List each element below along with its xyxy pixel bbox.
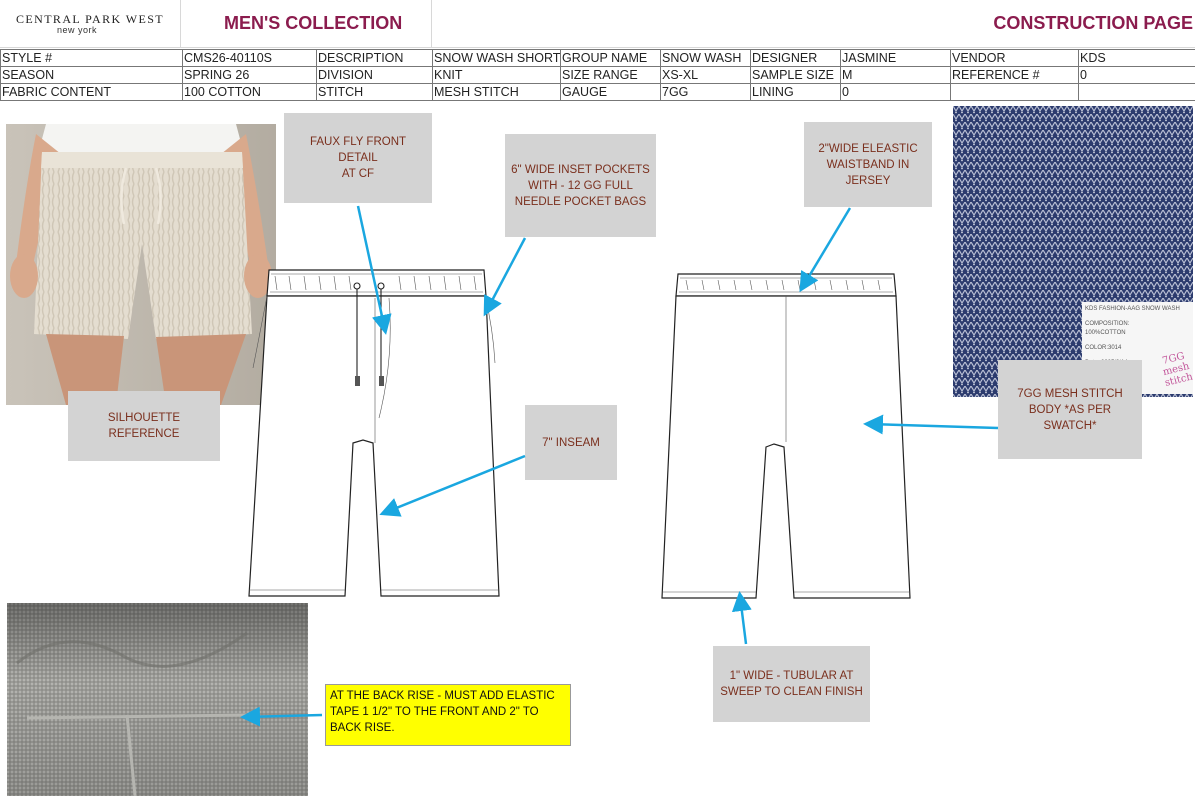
- back-rise-elastic-note: AT THE BACK RISE - MUST ADD ELASTIC TAPE…: [325, 684, 571, 746]
- spec-label-cell: FABRIC CONTENT: [0, 83, 183, 101]
- header-divider: [431, 0, 432, 47]
- silhouette-reference-photo: [6, 124, 276, 405]
- spec-value-cell: 7GG: [660, 83, 751, 101]
- callout-line: NEEDLE POCKET BAGS: [514, 195, 647, 208]
- callout-line: WITH - 12 GG FULL: [528, 179, 633, 192]
- logo-sub-text: new york: [57, 25, 98, 35]
- callout-line: 2"WIDE ELEASTIC: [818, 142, 918, 155]
- arrow-inset-pockets: [483, 237, 527, 317]
- callout-sweep-finish: 1" WIDE - TUBULAR AT SWEEP TO CLEAN FINIS…: [713, 646, 870, 722]
- spec-value-cell: KNIT: [432, 66, 561, 84]
- callout-line: FAUX FLY FRONT DETAIL: [309, 136, 407, 164]
- swatch-label-line: KDS FASHION-AAG SNOW WASH: [1085, 306, 1180, 312]
- arrow-inseam: [379, 454, 526, 517]
- arrow-mesh-body: [863, 414, 999, 435]
- spec-value-cell: MESH STITCH: [432, 83, 561, 101]
- callout-line: WAISTBAND IN: [826, 158, 910, 171]
- swatch-label-line: 100%COTTON: [1085, 330, 1126, 336]
- callout-line: 1" WIDE - TUBULAR AT: [729, 670, 854, 682]
- callout-faux-fly: FAUX FLY FRONT DETAIL AT CF: [284, 113, 432, 203]
- spec-label-cell: STITCH: [316, 83, 433, 101]
- callout-line: SWATCH*: [1043, 419, 1097, 432]
- callout-line: BODY *AS PER: [1028, 403, 1112, 416]
- back-rise-fabric-photo: [7, 603, 308, 796]
- arrow-sweep: [731, 591, 752, 645]
- swatch-label-line: COLOR:3014: [1085, 345, 1122, 351]
- spec-label-cell: LINING: [750, 83, 841, 101]
- arrow-faux-fly: [356, 205, 392, 335]
- spec-value-cell: 100 COTTON: [182, 83, 317, 101]
- callout-line: SILHOUETTE REFERENCE: [107, 412, 181, 440]
- spec-value-cell: CMS26-40110S: [182, 49, 317, 67]
- arrow-back-rise: [240, 706, 323, 727]
- logo-main-text: CENTRAL PARK WEST: [16, 12, 165, 26]
- callout-silhouette-reference: SILHOUETTE REFERENCE: [68, 391, 220, 461]
- spec-value-cell: JASMINE: [840, 49, 951, 67]
- callout-inseam: 7" INSEAM: [525, 405, 617, 480]
- collection-title: MEN'S COLLECTION: [224, 13, 403, 33]
- front-shorts-sketch: [248, 269, 500, 597]
- spec-label-cell: STYLE #: [0, 49, 183, 67]
- callout-line: 6" WIDE INSET POCKETS: [511, 163, 650, 176]
- callout-line: 7" INSEAM: [542, 436, 600, 449]
- brand-logo: CENTRAL PARK WEST new york: [0, 0, 181, 47]
- callout-line: 7GG MESH STITCH: [1017, 387, 1123, 400]
- callout-line: JERSEY: [845, 174, 891, 187]
- callout-waistband: 2"WIDE ELEASTIC WAISTBAND IN JERSEY: [804, 122, 932, 207]
- swatch-label-line: COMPOSITION:: [1085, 321, 1130, 327]
- arrow-waistband: [799, 207, 852, 293]
- fabric-closeup-texture: [7, 603, 308, 796]
- model-illustration: [6, 124, 276, 405]
- callout-line: AT CF: [341, 168, 375, 180]
- spec-label-cell: GAUGE: [560, 83, 661, 101]
- page-header: [0, 0, 1195, 48]
- spec-label-cell: GROUP NAME: [560, 49, 661, 67]
- callout-mesh-stitch-body: 7GG MESH STITCH BODY *AS PER SWATCH*: [998, 360, 1142, 459]
- callout-line: SWEEP TO CLEAN FINISH: [720, 686, 863, 698]
- callout-inset-pockets: 6" WIDE INSET POCKETS WITH - 12 GG FULL NE…: [505, 134, 656, 237]
- spec-label-cell: DESIGNER: [750, 49, 841, 67]
- page-title: CONSTRUCTION PAGE: [993, 13, 1193, 33]
- back-shorts-sketch: [661, 273, 911, 599]
- spec-value-cell: 0: [840, 83, 951, 101]
